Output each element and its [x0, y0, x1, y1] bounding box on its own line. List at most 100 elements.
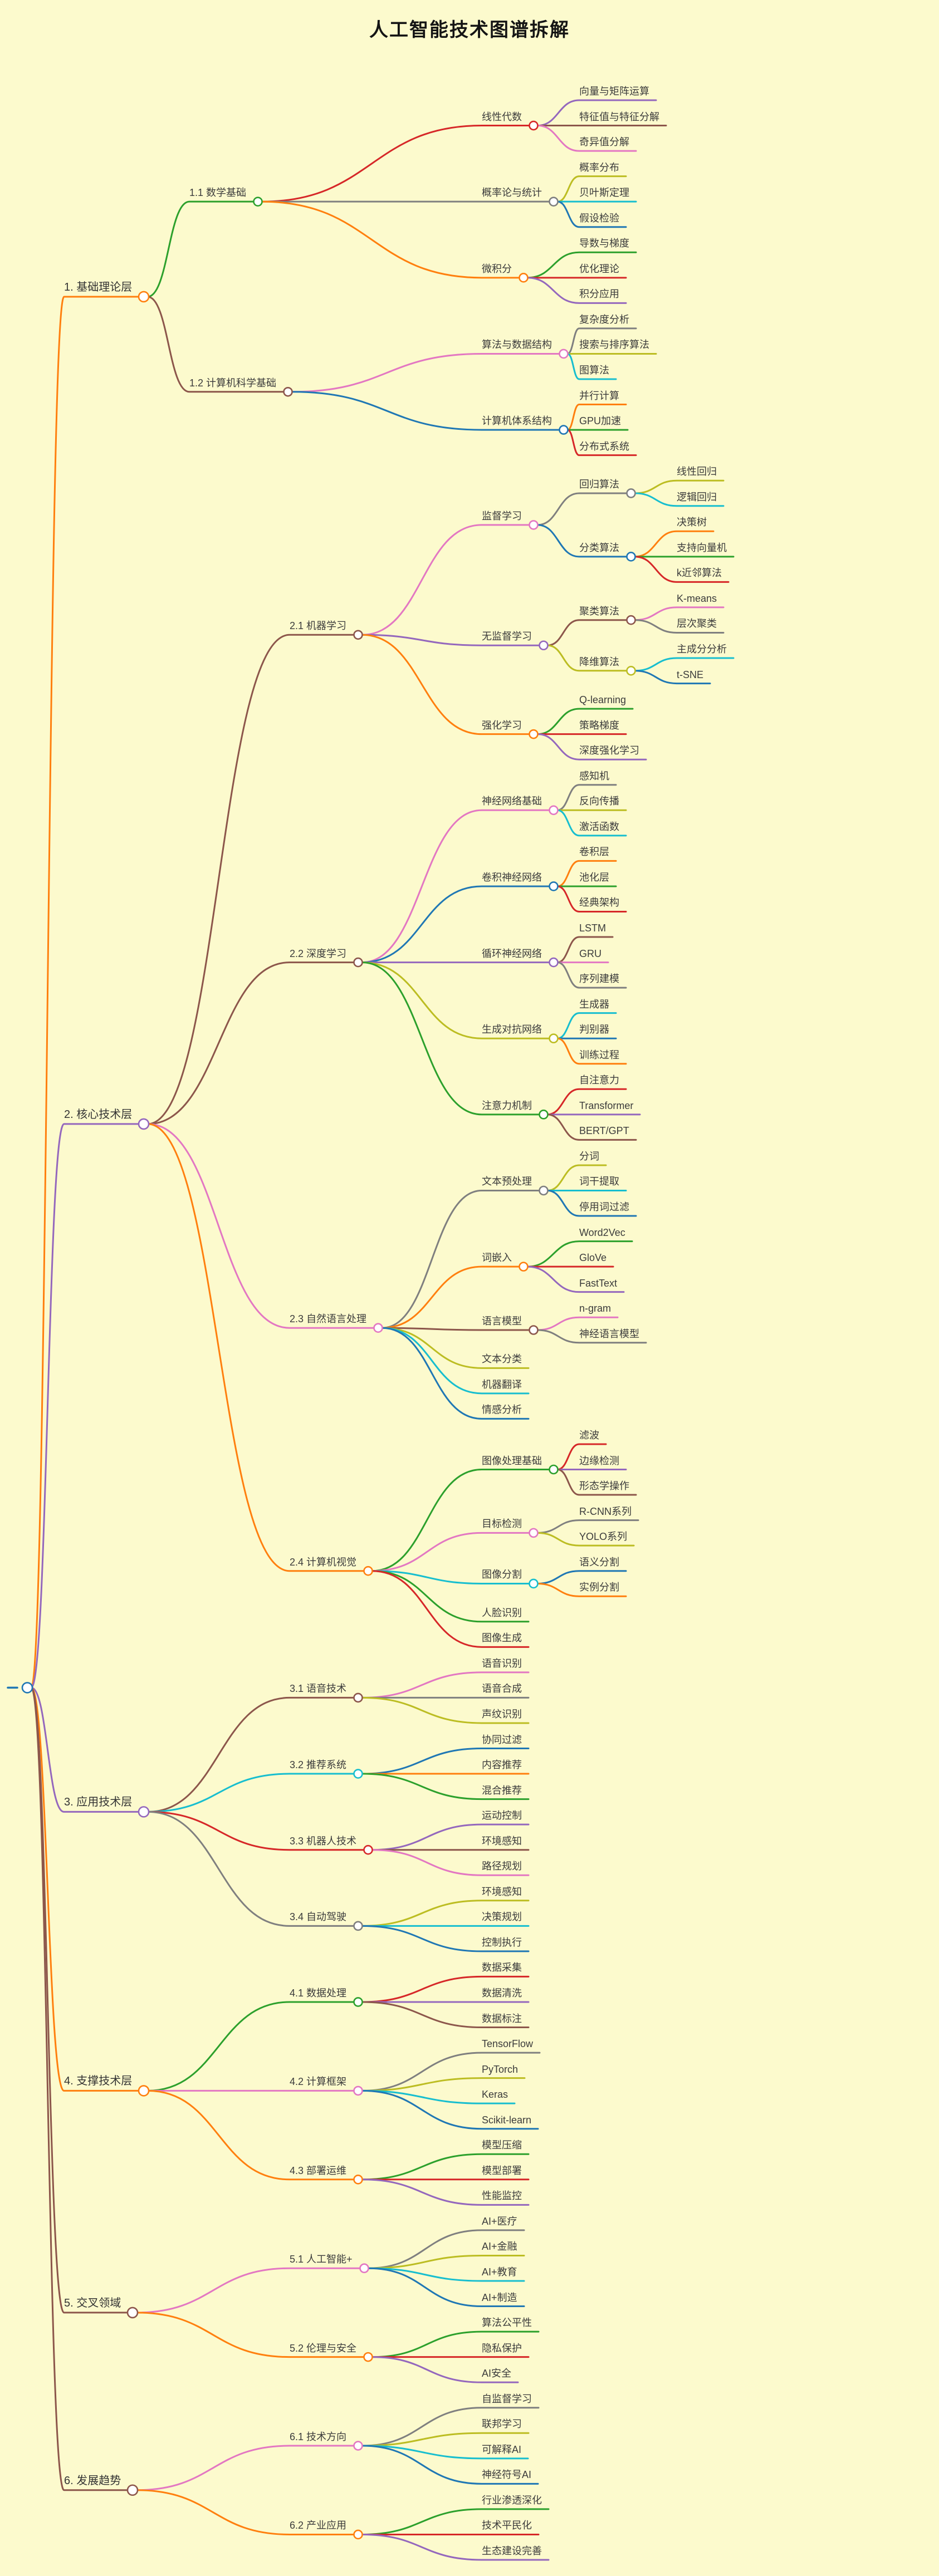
- mindmap-node-label[interactable]: 深度强化学习: [579, 745, 639, 757]
- node-toggle-circle[interactable]: [373, 1323, 383, 1333]
- mindmap-node-label[interactable]: AI安全: [482, 2368, 512, 2379]
- mindmap-node-label[interactable]: 生成对抗网络: [482, 1024, 542, 1036]
- mindmap-node-label[interactable]: Word2Vec: [579, 1226, 625, 1238]
- mindmap-node-label[interactable]: 决策规划: [482, 1911, 522, 1923]
- mindmap-node-label[interactable]: 滤波: [579, 1429, 599, 1441]
- mindmap-node-label[interactable]: 线性代数: [482, 111, 522, 122]
- node-toggle-circle[interactable]: [353, 957, 363, 968]
- mindmap-node-label[interactable]: 可解释AI: [482, 2443, 522, 2455]
- mindmap-node-label[interactable]: 序列建模: [579, 973, 619, 985]
- mindmap-node-label[interactable]: 文本分类: [482, 1353, 522, 1365]
- mindmap-node-label[interactable]: 数据清洗: [482, 1987, 522, 1999]
- node-toggle-circle[interactable]: [353, 1921, 363, 1931]
- node-toggle-circle[interactable]: [363, 1844, 373, 1855]
- mindmap-node-label[interactable]: 1.1 数学基础: [189, 187, 247, 199]
- node-toggle-circle[interactable]: [353, 630, 363, 640]
- mindmap-node-label[interactable]: 无监督学习: [482, 631, 532, 642]
- mindmap-node-label[interactable]: 感知机: [579, 770, 609, 782]
- node-toggle-circle[interactable]: [529, 729, 539, 739]
- mindmap-node-label[interactable]: AI+教育: [482, 2266, 517, 2278]
- node-toggle-circle[interactable]: [626, 665, 636, 676]
- mindmap-node-label[interactable]: 神经网络基础: [482, 796, 542, 807]
- mindmap-node-label[interactable]: 卷积层: [579, 846, 609, 858]
- node-toggle-circle[interactable]: [529, 1578, 539, 1589]
- mindmap-node-label[interactable]: 聚类算法: [579, 605, 619, 617]
- node-toggle-circle[interactable]: [126, 2484, 139, 2496]
- mindmap-node-label[interactable]: 导数与梯度: [579, 238, 629, 249]
- mindmap-node-label[interactable]: 边缘检测: [579, 1455, 619, 1466]
- mindmap-node-label[interactable]: 实例分割: [579, 1582, 619, 1593]
- node-toggle-circle[interactable]: [519, 273, 529, 283]
- node-toggle-circle[interactable]: [363, 2352, 373, 2362]
- mindmap-node-label[interactable]: 循环神经网络: [482, 948, 542, 959]
- mindmap-node-label[interactable]: 激活函数: [579, 821, 619, 832]
- mindmap-node-label[interactable]: 微积分: [482, 263, 512, 274]
- mindmap-node-label[interactable]: 4. 支撑技术层: [64, 2075, 133, 2088]
- mindmap-node-label[interactable]: 隐私保护: [482, 2342, 522, 2354]
- mindmap-node-label[interactable]: AI+医疗: [482, 2215, 517, 2227]
- node-toggle-circle[interactable]: [283, 386, 293, 397]
- mindmap-node-label[interactable]: Keras: [482, 2089, 508, 2101]
- mindmap-node-label[interactable]: 2. 核心技术层: [64, 1108, 133, 1121]
- mindmap-node-label[interactable]: 1. 基础理论层: [64, 281, 133, 293]
- mindmap-node-label[interactable]: 经典架构: [579, 897, 619, 909]
- mindmap-node-label[interactable]: K-means: [677, 592, 717, 604]
- mindmap-node-label[interactable]: 判别器: [579, 1024, 609, 1036]
- mindmap-node-label[interactable]: 线性回归: [677, 466, 717, 478]
- mindmap-node-label[interactable]: 概率分布: [579, 161, 619, 173]
- mindmap-node-label[interactable]: 4.2 计算框架: [290, 2076, 347, 2088]
- mindmap-node-label[interactable]: 层次聚类: [677, 618, 717, 630]
- mindmap-node-label[interactable]: 算法与数据结构: [482, 339, 552, 351]
- mindmap-node-label[interactable]: 目标检测: [482, 1518, 522, 1530]
- mindmap-node-label[interactable]: 反向传播: [579, 796, 619, 807]
- mindmap-node-label[interactable]: 数据标注: [482, 2013, 522, 2024]
- mindmap-node-label[interactable]: 主成分分析: [677, 644, 727, 655]
- mindmap-node-label[interactable]: Q-learning: [579, 694, 627, 706]
- mindmap-node-label[interactable]: 人脸识别: [482, 1607, 522, 1618]
- mindmap-node-label[interactable]: 3.1 语音技术: [290, 1683, 347, 1695]
- mindmap-node-label[interactable]: FastText: [579, 1277, 618, 1289]
- mindmap-node-label[interactable]: 自注意力: [579, 1074, 619, 1086]
- mindmap-node-label[interactable]: 路径规划: [482, 1861, 522, 1872]
- mindmap-node-label[interactable]: 语音合成: [482, 1683, 522, 1695]
- mindmap-node-label[interactable]: n-gram: [579, 1303, 612, 1314]
- mindmap-node-label[interactable]: 优化理论: [579, 263, 619, 274]
- node-toggle-circle[interactable]: [353, 1997, 363, 2007]
- mindmap-node-label[interactable]: 支持向量机: [677, 542, 727, 553]
- mindmap-node-label[interactable]: 神经符号AI: [482, 2469, 532, 2481]
- mindmap-node-label[interactable]: 4.3 部署运维: [290, 2165, 347, 2176]
- mindmap-node-label[interactable]: 生态建设完善: [482, 2545, 542, 2557]
- mindmap-node-label[interactable]: 2.2 深度学习: [290, 948, 347, 959]
- mindmap-node-label[interactable]: 1.2 计算机科学基础: [189, 377, 277, 389]
- mindmap-node-label[interactable]: 文本预处理: [482, 1176, 532, 1188]
- node-toggle-circle[interactable]: [549, 881, 559, 891]
- mindmap-node-label[interactable]: 语音识别: [482, 1657, 522, 1669]
- mindmap-node-label[interactable]: 图像处理基础: [482, 1455, 542, 1466]
- mindmap-node-label[interactable]: 6.2 产业应用: [290, 2520, 347, 2531]
- node-toggle-circle[interactable]: [138, 1806, 150, 1818]
- node-toggle-circle[interactable]: [529, 1325, 539, 1335]
- mindmap-node-label[interactable]: 降维算法: [579, 656, 619, 668]
- mindmap-node-label[interactable]: 环境感知: [482, 1835, 522, 1847]
- node-toggle-circle[interactable]: [138, 291, 150, 303]
- mindmap-node-label[interactable]: 算法公平性: [482, 2317, 532, 2329]
- mindmap-node-label[interactable]: 池化层: [579, 871, 609, 883]
- mindmap-node-label[interactable]: 联邦学习: [482, 2418, 522, 2430]
- node-toggle-circle[interactable]: [519, 1262, 529, 1272]
- mindmap-node-label[interactable]: 行业渗透深化: [482, 2494, 542, 2506]
- mindmap-node-label[interactable]: 3. 应用技术层: [64, 1796, 133, 1809]
- node-toggle-circle[interactable]: [529, 120, 539, 131]
- mindmap-node-label[interactable]: 5.1 人工智能+: [290, 2254, 353, 2265]
- mindmap-node-label[interactable]: GloVe: [579, 1252, 607, 1264]
- mindmap-node-label[interactable]: 图像生成: [482, 1632, 522, 1644]
- node-toggle-circle[interactable]: [529, 1528, 539, 1538]
- mindmap-node-label[interactable]: 生成器: [579, 998, 609, 1010]
- node-toggle-circle[interactable]: [353, 2175, 363, 2185]
- mindmap-node-label[interactable]: 4.1 数据处理: [290, 1987, 347, 1999]
- node-toggle-circle[interactable]: [353, 1769, 363, 1779]
- mindmap-node-label[interactable]: 情感分析: [482, 1404, 522, 1416]
- mindmap-node-label[interactable]: 机器翻译: [482, 1378, 522, 1390]
- mindmap-node-label[interactable]: 自监督学习: [482, 2393, 532, 2405]
- mindmap-node-label[interactable]: 3.4 自动驾驶: [290, 1911, 347, 1923]
- node-toggle-circle[interactable]: [353, 1692, 363, 1703]
